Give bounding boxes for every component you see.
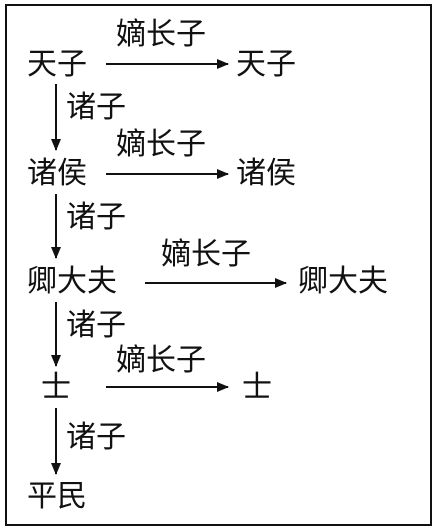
node-pingmin: 平民 (27, 479, 87, 514)
edge-label-eldest-son-4: 嫡长子 (116, 343, 206, 378)
edge-label-eldest-son-1: 嫡长子 (116, 17, 206, 52)
edge-label-eldest-son-2: 嫡长子 (116, 127, 206, 162)
node-qingdafu: 卿大夫 (27, 264, 117, 299)
diagram-frame (5, 4, 432, 526)
edge-label-other-sons-2: 诸子 (66, 200, 126, 235)
edge-label-other-sons-1: 诸子 (66, 90, 126, 125)
edge-label-eldest-son-3: 嫡长子 (161, 237, 251, 272)
node-shi-heir: 士 (242, 370, 272, 405)
node-zhuhou: 诸侯 (27, 156, 87, 191)
node-qingdafu-heir: 卿大夫 (298, 264, 388, 299)
edge-label-other-sons-4: 诸子 (66, 420, 126, 455)
node-shi: 士 (41, 370, 71, 405)
node-tianzi: 天子 (27, 47, 87, 82)
node-tianzi-heir: 天子 (236, 47, 296, 82)
node-zhuhou-heir: 诸侯 (236, 156, 296, 191)
edge-label-other-sons-3: 诸子 (66, 308, 126, 343)
